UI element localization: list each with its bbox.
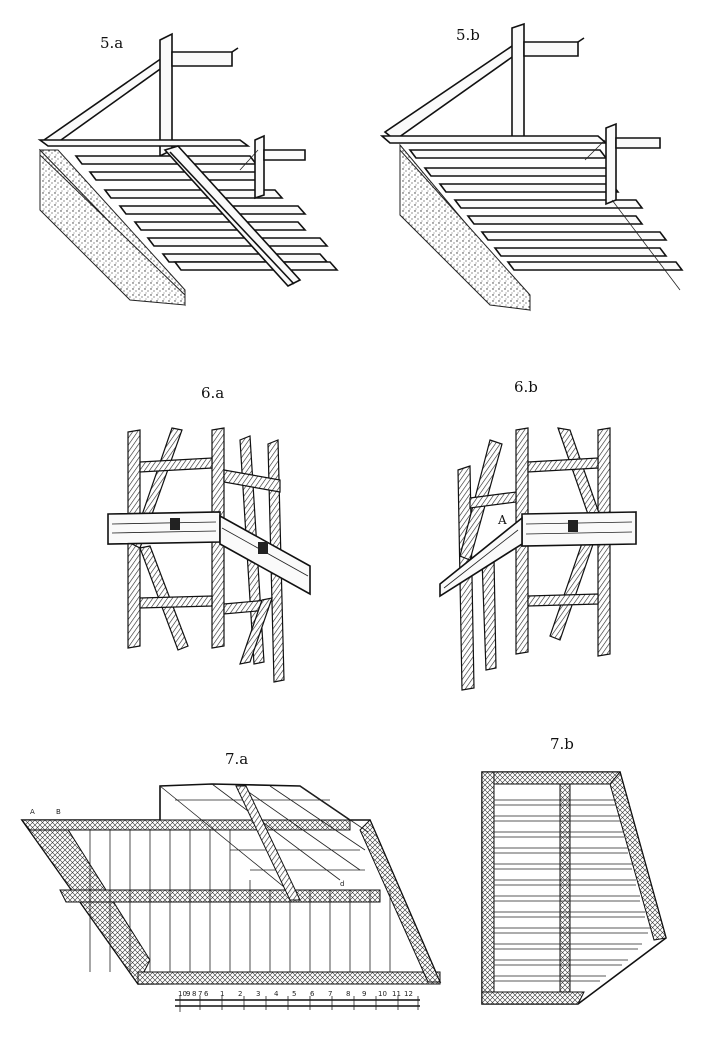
figure-label-7b: 7.b xyxy=(550,735,574,753)
scale-number: 10 xyxy=(378,990,387,998)
marker-A-6b: A xyxy=(497,513,507,527)
scale-number: 2 xyxy=(238,990,242,998)
figure-5a-stair-framing xyxy=(37,32,339,307)
scale-number: 6 xyxy=(310,990,315,998)
figure-label-6b: 6.b xyxy=(514,378,538,396)
scale-number: 1 xyxy=(220,990,224,998)
figure-label-5a: 5.a xyxy=(100,34,124,52)
figure-label-5b: 5.b xyxy=(456,26,480,44)
marker-left-7a: A xyxy=(30,808,35,816)
figure-6a-timber-frame xyxy=(107,427,311,683)
scale-number: 11 xyxy=(392,990,401,998)
figure-6b-timber-frame xyxy=(439,427,637,691)
scale-number: 9 xyxy=(186,990,190,998)
scale-number: 7 xyxy=(328,990,332,998)
scale-number: 10 xyxy=(178,990,187,998)
scale-number: 8 xyxy=(346,990,350,998)
figure-7a-floor-plan xyxy=(20,783,442,1012)
figure-label-6a: 6.a xyxy=(201,384,225,402)
scale-number: 8 xyxy=(192,990,196,998)
scale-number: 5 xyxy=(292,990,296,998)
figure-7b-floor-plan xyxy=(481,770,667,1005)
scale-number: 3 xyxy=(256,990,260,998)
figure-label-7a: 7.a xyxy=(225,750,249,768)
scale-number: 7 xyxy=(198,990,202,998)
scale-number: 6 xyxy=(204,990,209,998)
figure-5b-stair-framing xyxy=(379,22,684,312)
marker-mid-7a: B xyxy=(56,808,61,816)
marker-right-7a: d xyxy=(340,880,344,888)
scale-number: 4 xyxy=(274,990,279,998)
scale-number: 12 xyxy=(404,990,413,998)
scale-number: 9 xyxy=(362,990,366,998)
scale-numbers-7a: 10 9 8 7 6 1 2 3 4 5 6 7 8 9 10 11 12 xyxy=(178,990,413,998)
